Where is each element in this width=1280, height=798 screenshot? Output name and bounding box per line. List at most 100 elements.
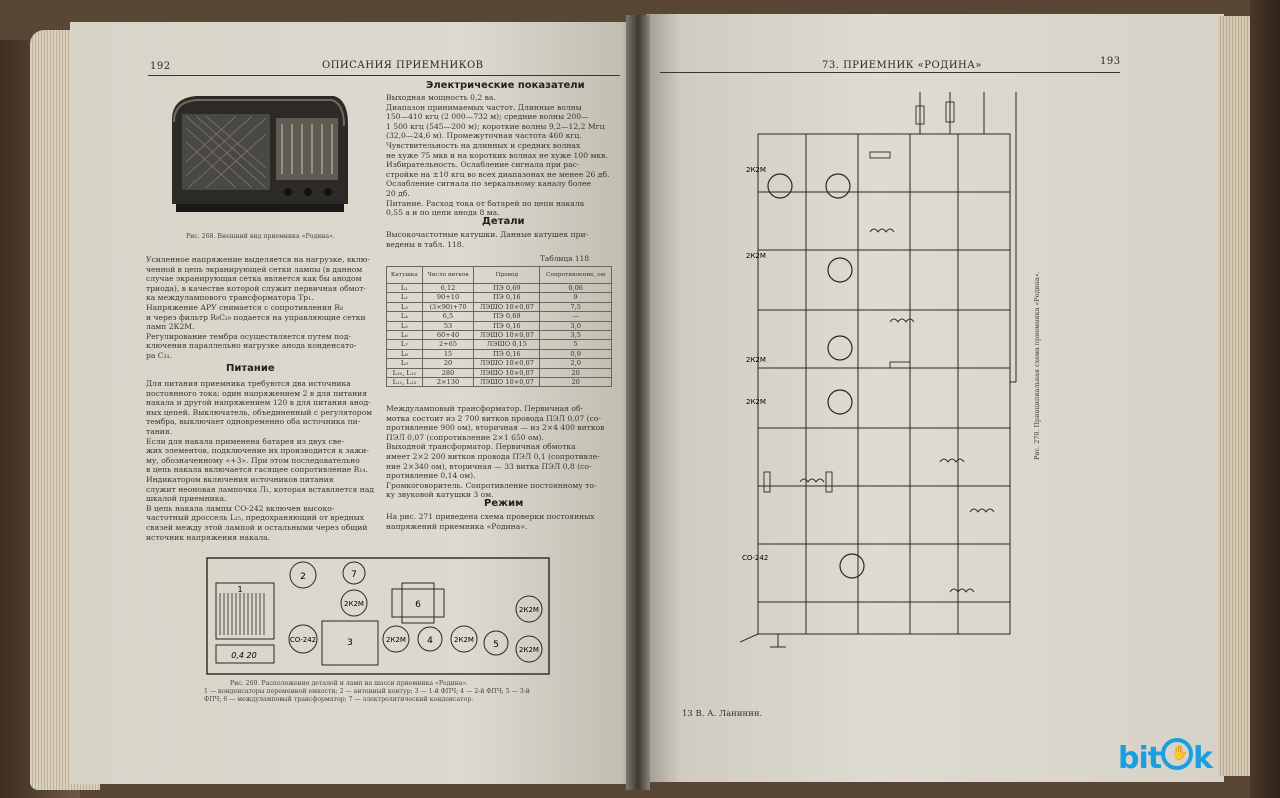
layout-label: 2К2М [519,606,539,614]
layout-label: 0,4 20 [231,651,256,660]
text-line: Питание. Расход тока от батарей по цепи … [386,198,585,208]
schematic-label: 2К2М [746,252,766,260]
text-line: Выходная мощность 0,2 ва. [386,93,496,102]
text-line: Индикатором включения источников питания [146,474,334,484]
table-cell: 6,12 [421,282,475,294]
text-line: Громкоговоритель. Сопротивление постоянн… [386,480,597,490]
electrical-text-block: Выходная мощность 0,2 ва. Диапазон прини… [386,93,618,218]
table-cell: L₂ [386,292,423,303]
table-cell: 7,5 [539,301,612,313]
text-line: накала и другой напряжением 120 в для пи… [146,398,371,408]
text-line: Напряжение АРУ снимается с сопротивления… [146,302,344,312]
section-parts-heading: Детали [482,216,525,227]
table-cell: L₈ [386,348,423,360]
layout-label: 2К2М [344,600,364,608]
layout-label: 3 [347,638,353,648]
text-line: На рис. 271 приведена схема проверки пос… [386,512,595,521]
table-cell: 20 [539,367,612,378]
table-cell: 3,0 [539,320,612,331]
text-line: Если для накала применена батарея из дву… [146,436,345,446]
table-cell: 9 [539,292,612,303]
table-cell: L₆ [386,329,423,341]
table-cell: — [539,311,612,322]
schematic-label: СО-242 [742,554,768,562]
section-electrical-heading: Электрические показатели [426,80,585,91]
layout-label: 7 [351,570,357,580]
text-line: Регулирование тембра осуществляется путе… [146,331,351,341]
table-cell: 5 [539,339,612,350]
text-line: ключения параллельно нагрузке анода конд… [146,341,357,351]
text-line: Усиленное напряжение выделяется на нагру… [146,255,370,264]
schematic-label: 2К2М [746,356,766,364]
table-cell: 0,06 [539,282,612,294]
table-cell: ПЭ 0,16 [473,348,541,360]
coil-data-table: Катушка Число витков Провод Сопротивлени… [386,266,612,388]
text-line: ка междулампового трансформатора Tp₁. [146,293,314,303]
parts-text-block: Высокочастотные катушки. Данные катушек … [386,230,618,249]
figure-269-caption-line: 1 — конденсаторы переменной емкости; 2 —… [204,688,530,695]
radio-exterior-photo [172,96,348,212]
text-line: не хуже 75 мкв и на коротких волнах не х… [386,150,608,160]
table-cell: ПЭ 0,16 [473,320,541,331]
table-cell: ЛЭШО 0,15 [473,339,541,350]
text-line: тания. [146,426,173,436]
section-mode-heading: Режим [484,498,524,509]
text-line: Ослабление сигнала по зеркальному каналу… [386,179,592,189]
text-line: 20 дб. [386,188,410,198]
text-line: противление 900 ом), вторичная — из 2×4 … [386,423,605,433]
table-cell: ЛЭШО 10×0,07 [473,329,541,341]
table-cell: ПЭ 0,69 [473,282,541,294]
text-line: ламп 2К2М. [146,322,195,332]
table-cell: L₃ [386,301,423,313]
table-cell: ПЭ 0,69 [473,311,541,322]
table-cell: ЛЭШО 10×0,07 [473,367,541,378]
schematic-label: 2К2М [746,398,766,406]
table-cell: 53 [421,320,475,331]
table-cell: ЛЭШО 10×0,07 [473,301,541,313]
text-line: Чувствительность на длинных и средних во… [386,140,581,150]
table-cell: L₅ [386,320,423,331]
layout-label: СО-242 [290,636,316,644]
text-line: случае экранирующая сетка является как б… [146,274,362,284]
table-cell: L₁₀, L₁₂ [386,367,423,378]
table-cell: L₁ [386,282,423,294]
layout-label: 2К2М [519,646,539,654]
text-line: жих элементов, подключение их производит… [146,446,369,456]
table-cell: 2,0 [539,358,612,369]
text-line: служит неоновая лампочка Л₁, которая вст… [146,484,375,494]
table-header: Провод [473,266,541,284]
chassis-layout-drawing: 1 0,4 20 2 7 2К2М СО-242 3 6 2К2М 4 2К2М… [206,557,550,675]
hand-o-icon: ✋ [1161,738,1194,770]
text-line: ку звуковой катушки 3 ом. [386,490,494,500]
intro-text-block: Усиленное напряжение выделяется на нагру… [146,255,376,361]
book-gutter [626,15,650,790]
table-cell: L₁₁, L₁₃ [386,376,423,388]
table-cell: 6,5 [421,311,475,322]
text-line: Высокочастотные катушки. Данные катушек … [386,230,589,239]
circuit-schematic: 2К2М 2К2М 2К2М 2К2М СО-242 [740,92,1017,648]
table-header: Число витков [421,266,475,284]
text-line: Выходной трансформатор. Первичная обмотк… [386,442,576,452]
table-cell: L₄ [386,311,423,322]
table-cell: 15 [421,348,475,360]
left-running-head: ОПИСАНИЯ ПРИЕМНИКОВ [322,60,484,71]
table-cell: 0,9 [539,348,612,360]
text-line: ченной в цепь экранирующей сетки лампы (… [146,264,363,274]
power-text-block: Для питания приемника требуются два исто… [146,379,376,542]
layout-label: 5 [493,640,499,650]
right-page-footer: 13 В. А. Ланинин. [682,709,763,719]
text-line: Междуламповый трансформатор. Первичная о… [386,404,584,413]
left-page [70,22,638,784]
table-cell: 60+40 [421,329,475,341]
text-line: ведены в табл. 118. [386,239,465,249]
table-118-label: Таблица 118 [540,254,590,263]
right-page [646,14,1224,782]
